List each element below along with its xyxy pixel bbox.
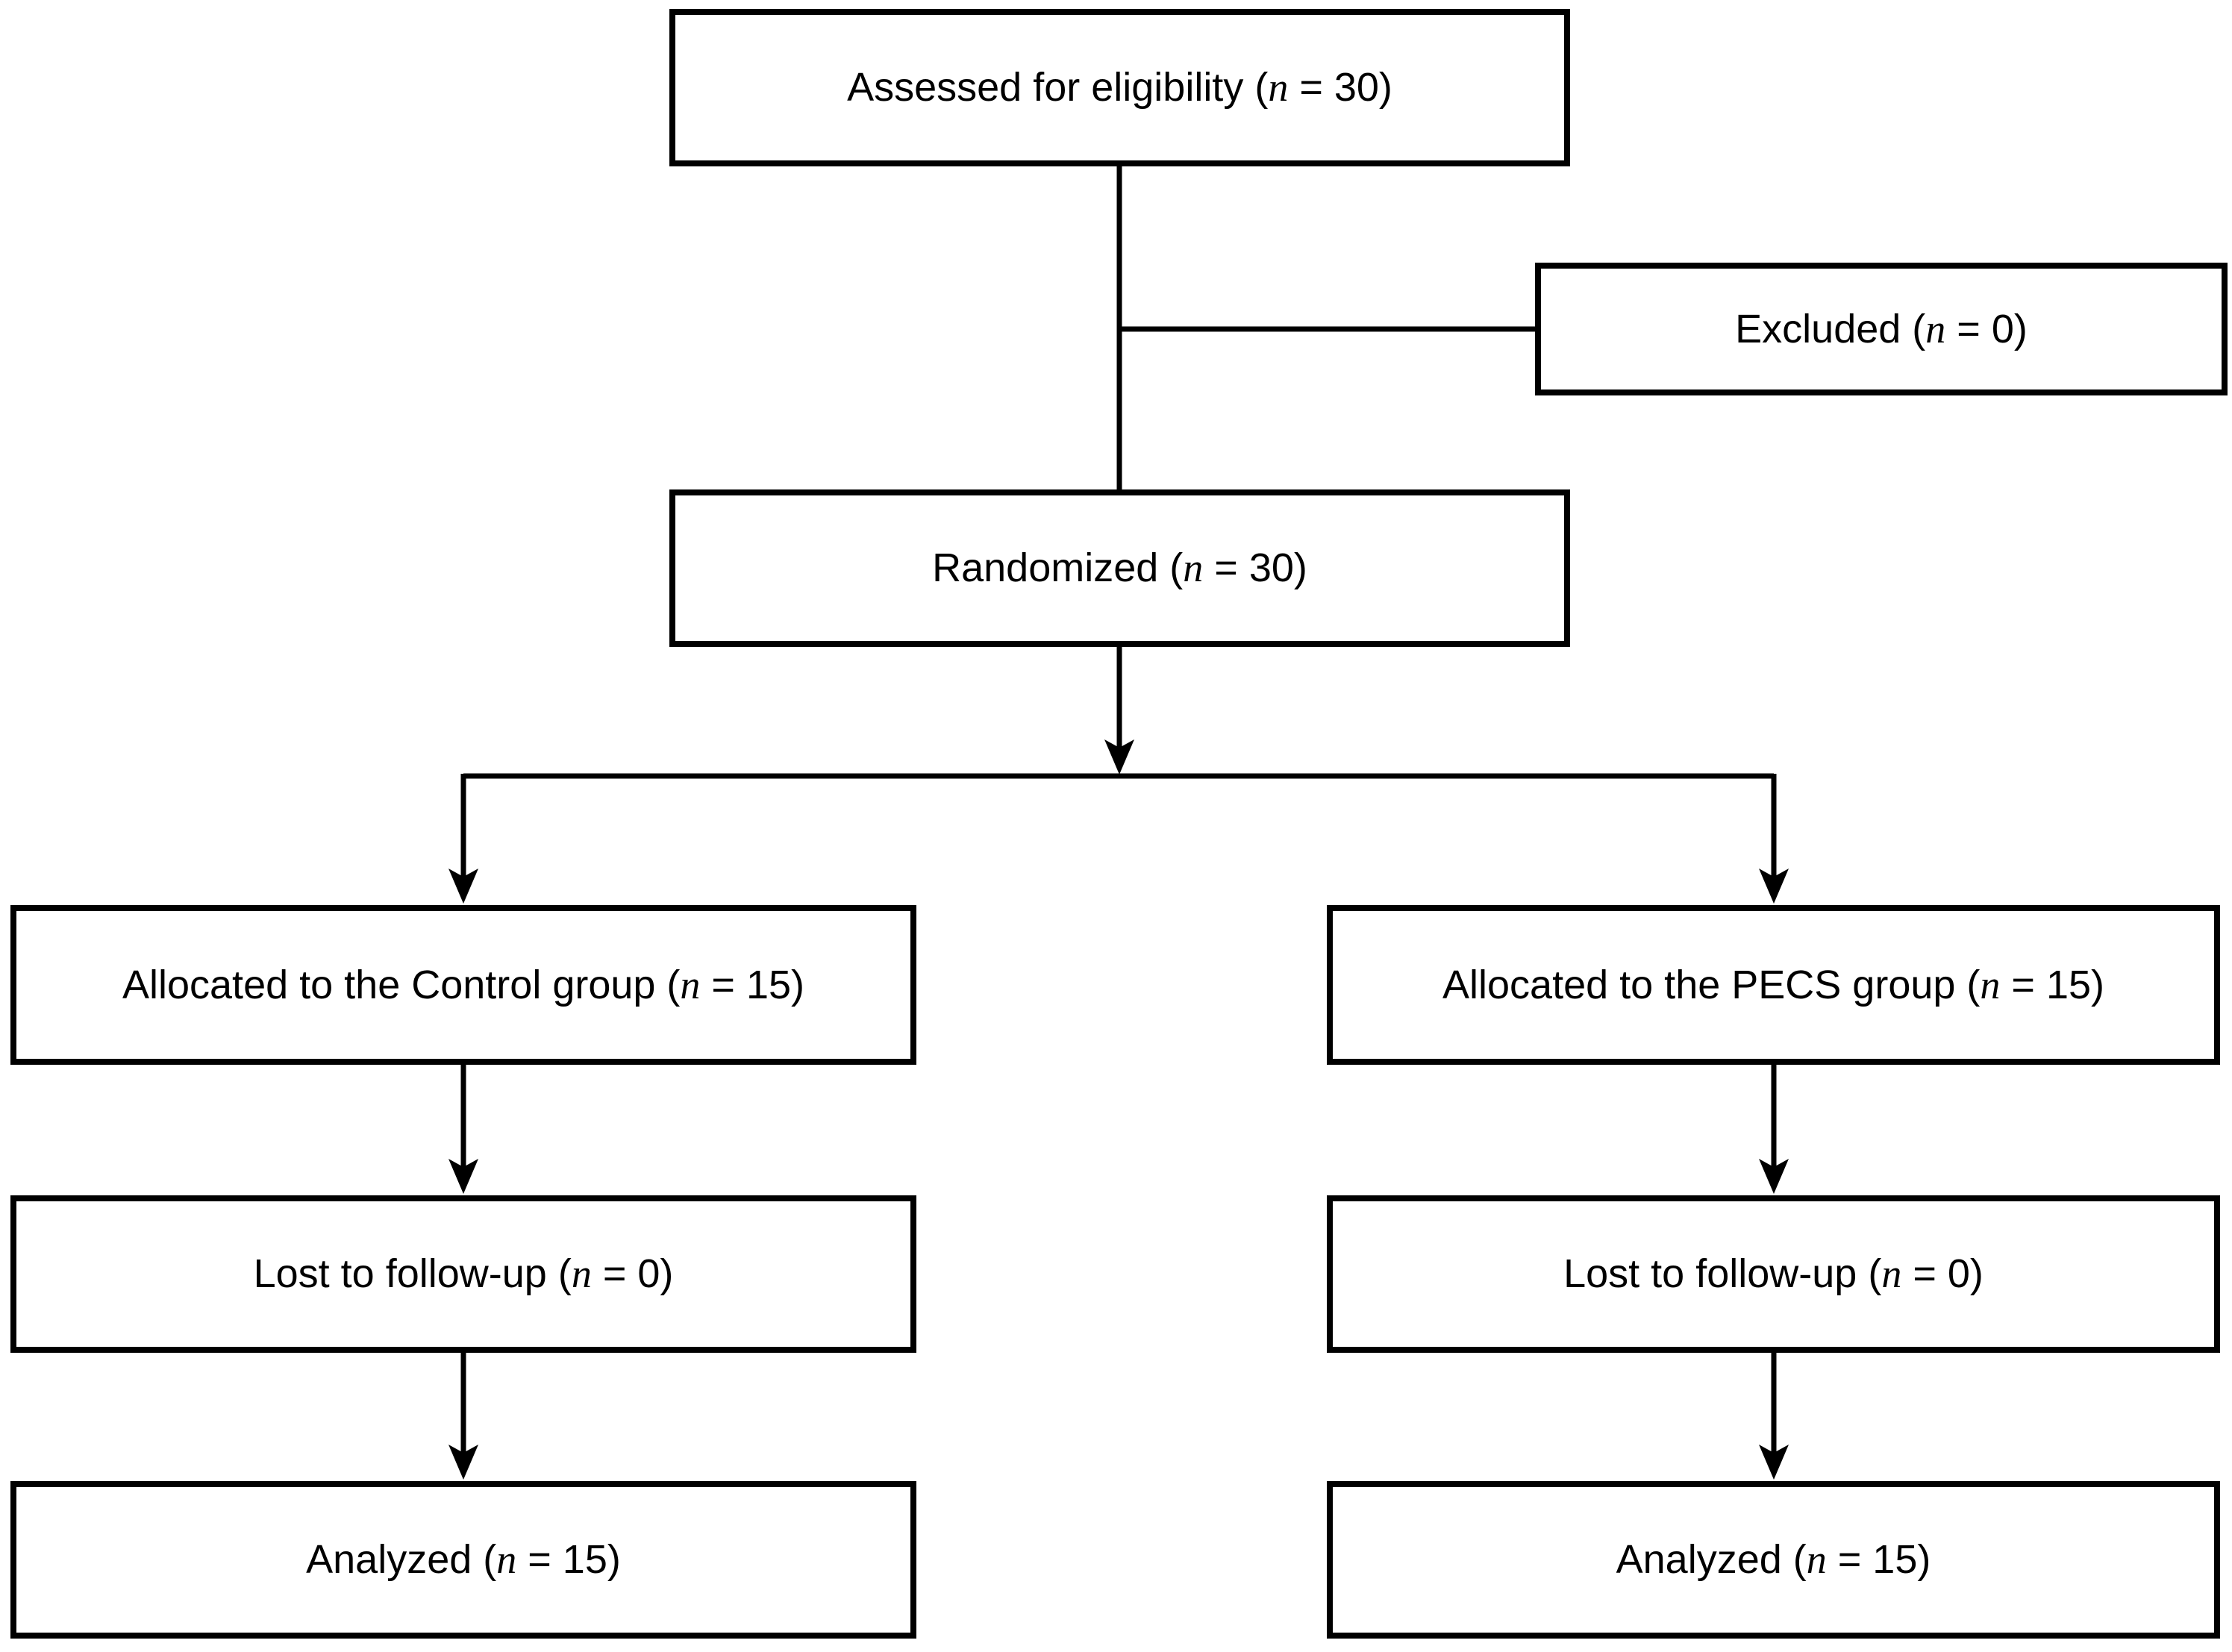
node-assessed-eligibility: Assessed for eligibility (n = 30): [669, 9, 1570, 166]
n-symbol: n: [680, 962, 701, 1007]
arrowhead-analyzed-pecs: [1759, 1445, 1789, 1480]
node-analyzed-pecs-label: Analyzed (n = 15): [1616, 1537, 1931, 1583]
n-symbol: n: [1268, 65, 1289, 110]
n-symbol: n: [1925, 306, 1946, 351]
node-randomized: Randomized (n = 30): [669, 489, 1570, 647]
n-symbol: n: [1806, 1537, 1827, 1583]
node-lost-followup-control-label: Lost to follow-up (n = 0): [253, 1251, 674, 1297]
node-randomized-label: Randomized (n = 30): [932, 545, 1307, 591]
arrowhead-allocated-control: [448, 869, 478, 904]
arrowhead-split: [1104, 739, 1134, 775]
node-lost-followup-pecs-label: Lost to follow-up (n = 0): [1563, 1251, 1984, 1297]
n-symbol: n: [571, 1251, 592, 1297]
n-symbol: n: [1881, 1251, 1902, 1297]
arrowhead-lost-pecs: [1759, 1159, 1789, 1194]
node-analyzed-pecs: Analyzed (n = 15): [1327, 1481, 2220, 1639]
arrowhead-analyzed-control: [448, 1445, 478, 1480]
node-allocated-pecs-group-label: Allocated to the PECS group (n = 15): [1442, 962, 2104, 1007]
node-analyzed-control: Analyzed (n = 15): [10, 1481, 916, 1639]
n-symbol: n: [1183, 545, 1204, 591]
node-lost-followup-pecs: Lost to follow-up (n = 0): [1327, 1195, 2220, 1353]
node-excluded: Excluded (n = 0): [1535, 263, 2228, 395]
n-symbol: n: [1980, 962, 2001, 1007]
arrowhead-lost-control: [448, 1159, 478, 1194]
n-symbol: n: [496, 1537, 517, 1583]
node-assessed-eligibility-label: Assessed for eligibility (n = 30): [847, 65, 1392, 110]
node-excluded-label: Excluded (n = 0): [1735, 306, 2028, 351]
arrowhead-allocated-pecs: [1759, 869, 1789, 904]
node-allocated-control-group-label: Allocated to the Control group (n = 15): [122, 962, 805, 1007]
node-analyzed-control-label: Analyzed (n = 15): [306, 1537, 621, 1583]
node-allocated-control-group: Allocated to the Control group (n = 15): [10, 905, 916, 1065]
node-allocated-pecs-group: Allocated to the PECS group (n = 15): [1327, 905, 2220, 1065]
node-lost-followup-control: Lost to follow-up (n = 0): [10, 1195, 916, 1353]
